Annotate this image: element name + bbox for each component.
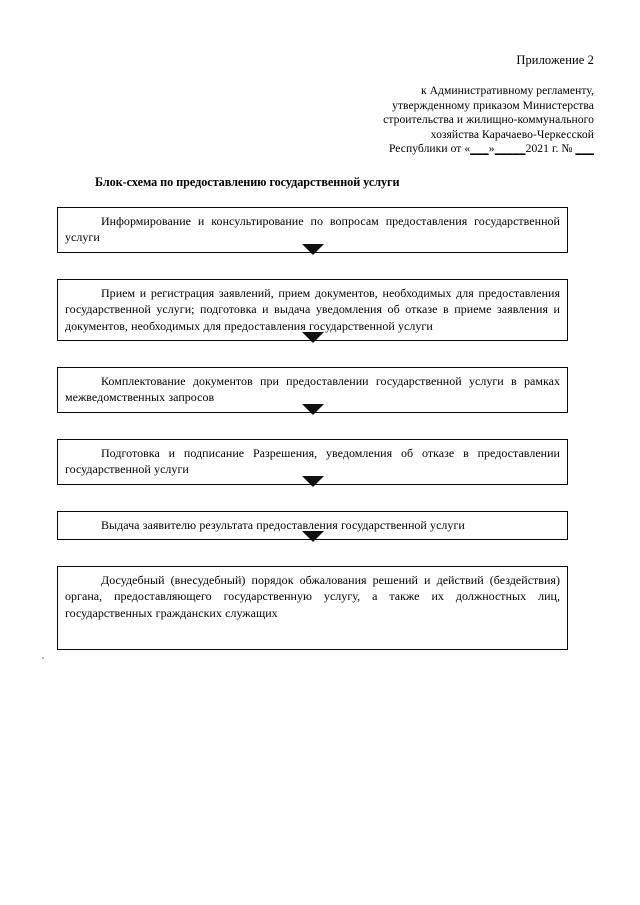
appendix-label: Приложение 2 — [516, 53, 594, 67]
flowchart-step-5: Выдача заявителю результата предоставлен… — [57, 510, 568, 541]
down-arrow-icon — [301, 243, 324, 273]
flowchart-step-6: Досудебный (внесудебный) порядок обжалов… — [57, 566, 568, 651]
header-block: Приложение 2 к Административному регламе… — [330, 52, 594, 157]
date-blank-number: ___ — [575, 142, 594, 156]
flowchart-step-1: Информирование и консультирование по воп… — [57, 207, 568, 253]
down-arrow-icon — [301, 531, 324, 560]
reference-block: к Административному регламенту, утвержде… — [330, 84, 594, 157]
flow-connector-2 — [57, 332, 568, 367]
page-title: Блок-схема по предоставлению государстве… — [95, 175, 400, 189]
flowchart-step-2: Прием и регистрация заявлений, прием док… — [57, 278, 568, 342]
date-blank-day: ___ — [470, 142, 489, 156]
flow-connector-3 — [57, 403, 568, 439]
flowchart-step-6-text: Досудебный (внесудебный) порядок обжалов… — [65, 573, 560, 620]
date-line-prefix: Республики от « — [388, 142, 471, 156]
date-line: Республики от «___»_____2021 г. № ___ — [330, 142, 594, 157]
flow-connector-5 — [57, 531, 568, 566]
down-arrow-icon — [301, 475, 324, 505]
reference-line-3: строительства и жилищно-коммунального — [383, 113, 594, 127]
flowchart: Информирование и консультирование по воп… — [57, 207, 568, 651]
down-arrow-icon — [301, 403, 324, 433]
scan-artifact — [42, 657, 44, 659]
date-blank-month: _____ — [494, 142, 526, 156]
reference-line-4: хозяйства Карачаево-Черкесской — [430, 127, 594, 141]
down-arrow-icon — [301, 332, 324, 361]
reference-line-1: к Административному регламенту, — [420, 84, 594, 97]
flow-connector-1 — [57, 243, 568, 279]
flowchart-step-1-text: Информирование и консультирование по воп… — [65, 214, 560, 245]
flowchart-step-5-text: Выдача заявителю результата предоставлен… — [101, 517, 465, 532]
flowchart-step-4: Подготовка и подписание Разрешения, увед… — [57, 438, 568, 485]
date-line-year: 2021 г. № — [525, 142, 576, 156]
flowchart-step-2-text: Прием и регистрация заявлений, прием док… — [65, 285, 560, 333]
date-line-mid: » — [488, 142, 495, 156]
flowchart-step-3-text: Комплектование документов при предоставл… — [65, 374, 560, 405]
flowchart-step-3: Комплектование документов при предоставл… — [57, 367, 568, 413]
flowchart-step-4-text: Подготовка и подписание Разрешения, увед… — [65, 445, 560, 477]
flow-connector-4 — [57, 475, 568, 511]
reference-line-2: утвержденному приказом Министерства — [392, 98, 594, 112]
